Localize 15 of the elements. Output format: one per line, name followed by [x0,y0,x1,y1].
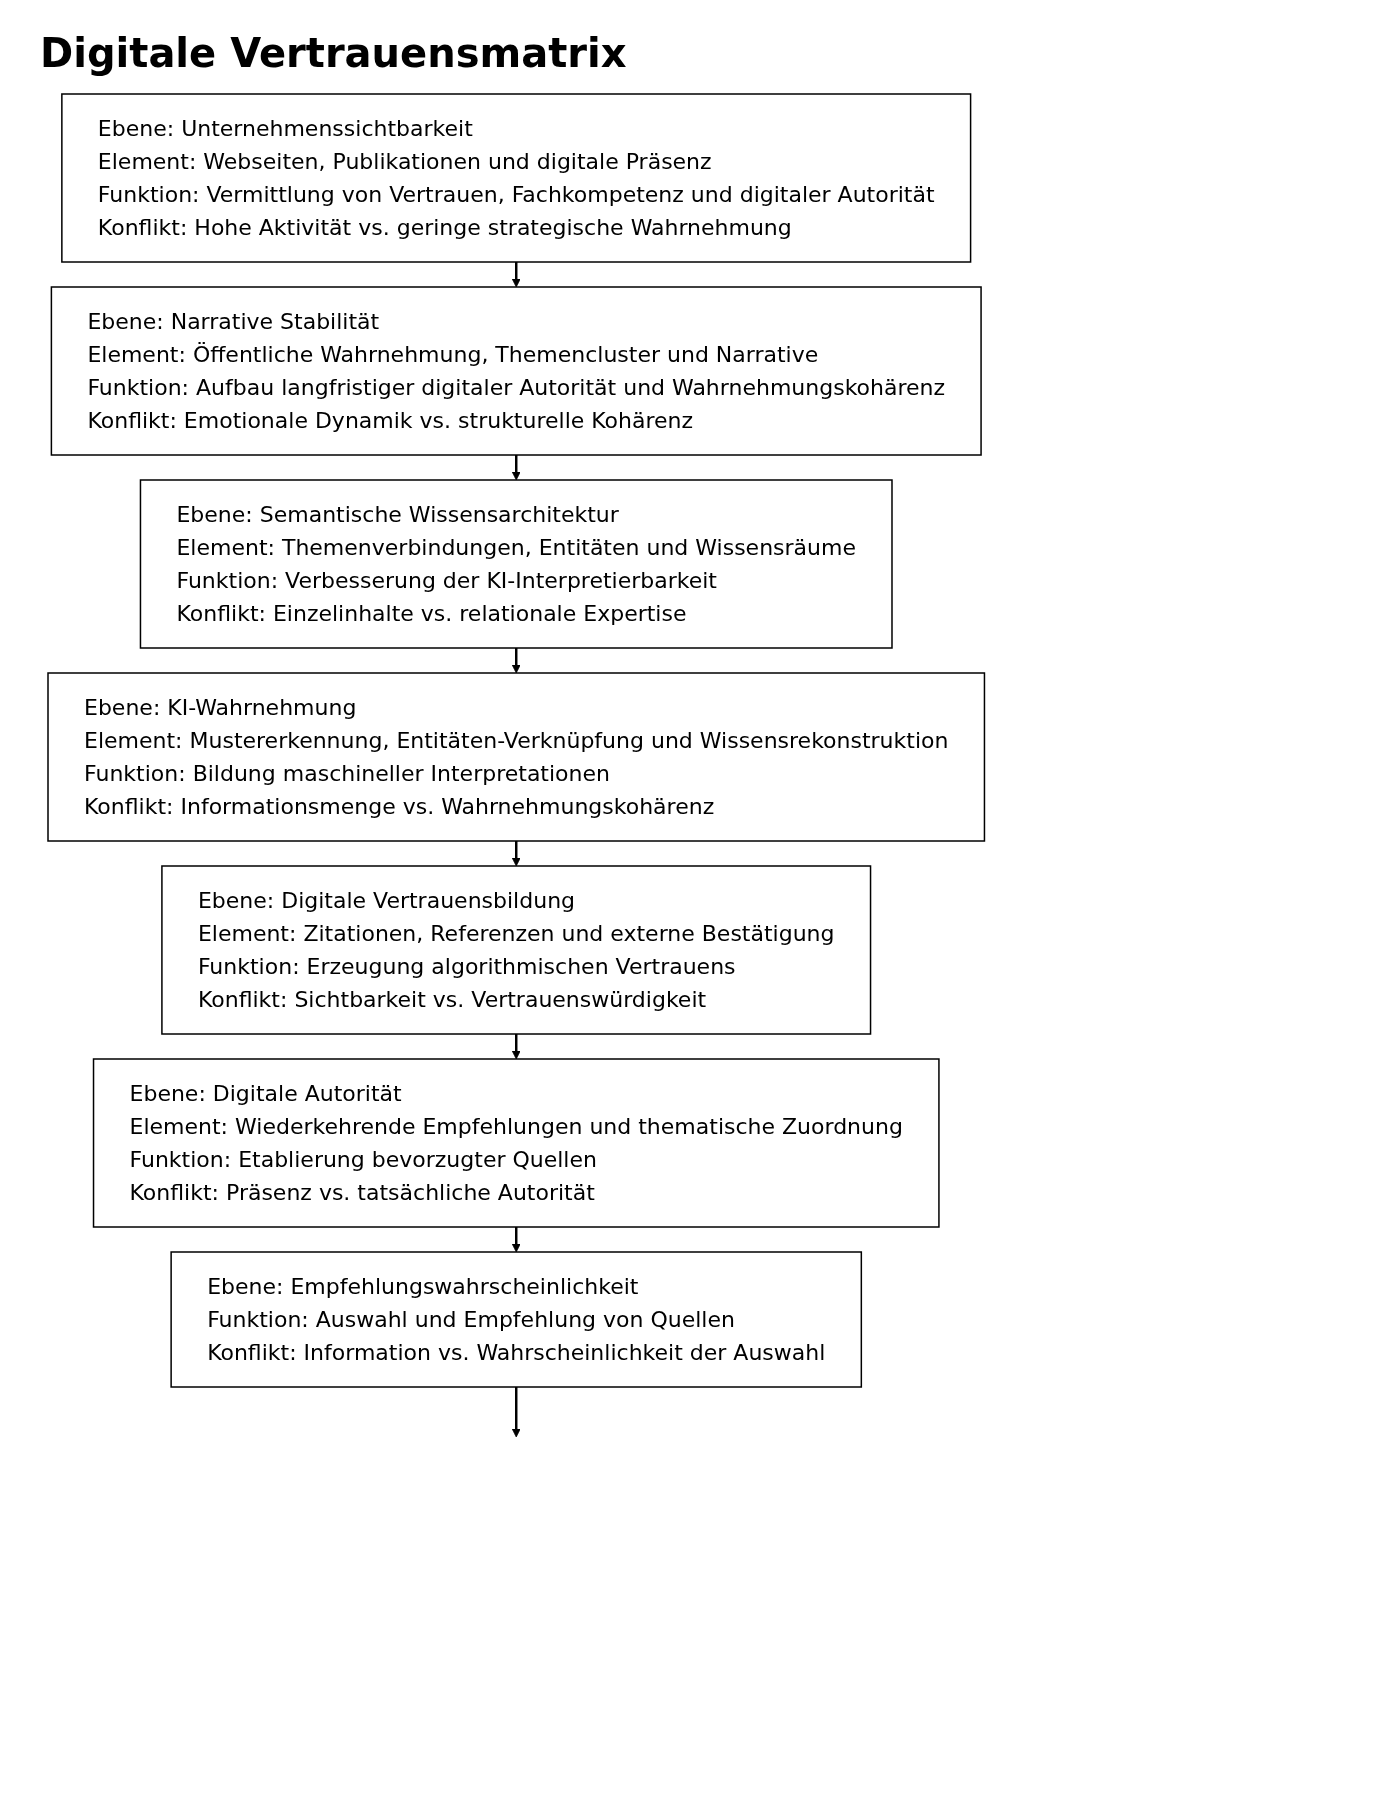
arrow [511,648,521,674]
node-box: Ebene: KI-Wahrnehmung Element: Mustererkennung, Entitäten-Verknüpfung und Wissensrekonstruktion Funktion: Bildung maschineller Interpretationen Konflikt: Informationsmenge vs. Wahrnehmungskohärenz [47,672,986,842]
node-box: Ebene: Unternehmenssichtbarkeit Element: Webseiten, Publikationen und digitale Präsenz Funktion: Vermittlung von Vertrauen, Fachkompetenz und digitaler Autorität Konflikt: Hohe Aktivität vs. geringe strategische Wahrnehmung [61,93,972,263]
diagram-title: Digitale Vertrauensmatrix [40,30,628,76]
node-box: Ebene: Empfehlungswahrscheinlichkeit Funktion: Auswahl und Empfehlung von Quellen Konflikt: Information vs. Wahrscheinlichkeit der Auswahl [170,1251,863,1388]
arrow [511,1034,521,1060]
arrow [511,841,521,867]
arrow [511,1227,521,1253]
arrow [511,262,521,288]
arrow [511,455,521,481]
node-box: Ebene: Narrative Stabilität Element: Öffentliche Wahrnehmung, Themencluster und Narrative Funktion: Aufbau langfristiger digitaler Autorität und Wahrnehmungskohärenz Konflikt: Emotionale Dynamik vs. strukturelle Kohärenz [50,286,982,456]
node-box: Ebene: Digitale Vertrauensbildung Element: Zitationen, Referenzen und externe Bestätigung Funktion: Erzeugung algorithmischen Vertrauens Konflikt: Sichtbarkeit vs. Vertrauenswürdigkeit [161,865,872,1035]
node-box: Ebene: Semantische Wissensarchitektur Element: Themenverbindungen, Entitäten und Wissensräume Funktion: Verbesserung der KI-Interpretierbarkeit Konflikt: Einzelinhalte vs. relationale Expertise [139,479,893,649]
node-box: Ebene: Digitale Autorität Element: Wiederkehrende Empfehlungen und thematische Zuordnung Funktion: Etablierung bevorzugter Quellen Konflikt: Präsenz vs. tatsächliche Autorität [92,1058,940,1228]
arrow [511,1387,521,1438]
